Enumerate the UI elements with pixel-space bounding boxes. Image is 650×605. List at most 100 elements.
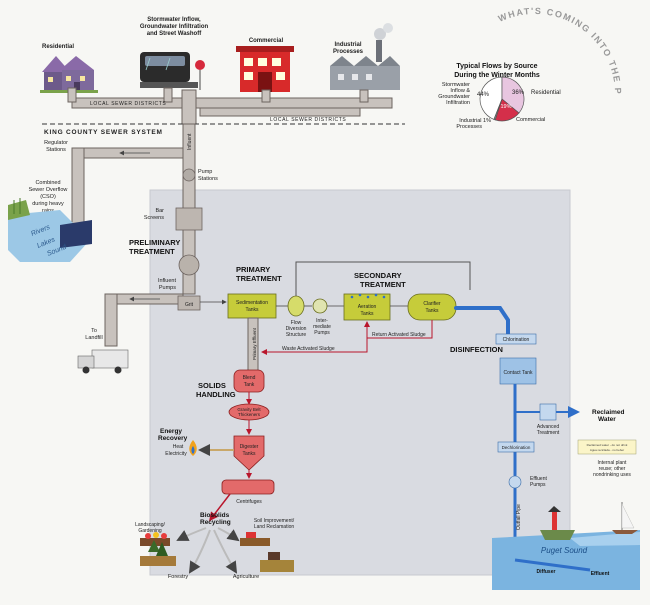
landscaping-label-2: Gardening (138, 528, 162, 534)
regulator-label-1: Regulator (44, 140, 68, 146)
outfall-label: Outfall Pipe (516, 504, 522, 530)
landfill-label-2: Landfill (85, 335, 102, 341)
waste-sludge-line (261, 338, 368, 355)
solids-title-2: HANDLING (196, 390, 236, 399)
effluent-label: Effluent (591, 571, 610, 577)
reclaimed-note-1: Internal plant (598, 460, 628, 466)
cso-label-1: Combined (35, 180, 60, 186)
flow-div-label-2: Diversion (286, 326, 307, 332)
waste-sludge-label: Waste Activated Sludge (282, 346, 335, 352)
intermediate-label-3: Pumps (314, 330, 330, 336)
preliminary-title-1: PRELIMINARY (129, 238, 180, 247)
king-county-label: KING COUNTY SEWER SYSTEM (44, 129, 163, 136)
sedimentation-tanks (227, 293, 277, 319)
agriculture-label: Agriculture (233, 574, 259, 580)
advanced-treatment (539, 403, 557, 421)
residential-label: Residential (42, 44, 74, 50)
return-sludge-line (364, 320, 433, 339)
reclaimed-title-2: Water (598, 416, 616, 423)
cso-label-3: (CSO) (40, 194, 56, 200)
influent-pumps-label-2: Pumps (159, 285, 176, 291)
aeration-label-1: Aeration (358, 304, 377, 310)
pie-commercial-label: Commercial (516, 117, 545, 123)
local-sewer-label-2: LOCAL SEWER DISTRICTS (270, 117, 346, 123)
flow-diversion (287, 295, 305, 317)
puget-sound-label: Puget Sound (541, 546, 588, 555)
soil-label-2: Land Reclamation (254, 524, 295, 530)
pie-slice-residential (501, 76, 525, 114)
clarifier-label-1: Clarifier (423, 301, 441, 307)
biosolids-title-1: Biosolids (200, 512, 230, 519)
advanced-label-2: Treatment (537, 430, 560, 436)
effluent-pipe (454, 306, 510, 338)
digester-label-1: Digester (240, 444, 259, 450)
reclaimed-title-1: Reclaimed (592, 409, 625, 416)
soil-label-1: Soil Improvement/ (254, 518, 295, 524)
regulator-label-2: Stations (46, 147, 66, 153)
pie-stormwater-label-3: Groundwater (438, 94, 470, 100)
return-sludge-label: Return Activated Sludge (372, 332, 426, 338)
bar-screens-label-1: Bar (155, 208, 164, 214)
industrial-label-1: Industrial (334, 42, 361, 48)
pie-slice-industrial (493, 98, 503, 121)
landscaping-label-1: Landscaping/ (135, 522, 165, 528)
grit-chamber (177, 295, 201, 311)
intermediate-label-2: mediate (313, 324, 331, 330)
forestry-scene (140, 540, 176, 566)
grit-label: Grit (185, 302, 194, 308)
effluent-pumps (508, 475, 522, 489)
stormwater-source (140, 52, 205, 90)
electricity-label: Electricity (165, 451, 187, 457)
reclaimed-sign (577, 439, 637, 455)
advanced-label-1: Advanced (537, 424, 559, 430)
chlorination (495, 333, 537, 345)
contact-label: Contact Tank (503, 370, 533, 376)
cso-label-5: rains (42, 208, 54, 214)
pump-station (182, 168, 196, 182)
digester-label-2: Tanks (242, 451, 256, 457)
solids-title-1: SOLIDS (198, 381, 226, 390)
pie-slice-stormwater (479, 76, 503, 120)
centrifuges (221, 479, 275, 495)
secondary-title-2: TREATMENT (360, 280, 406, 289)
intermediate-label-1: Inter- (316, 318, 328, 324)
pie-industrial-label-1: Industrial 1% (459, 118, 491, 124)
biosolids-title-2: Recycling (200, 519, 231, 526)
cso-label-4: during heavy (32, 201, 64, 207)
energy-title-2: Recovery (158, 435, 188, 442)
stormwater-label-1: Stormwater Inflow, (147, 17, 201, 23)
pie-residential-pct: 36% (512, 90, 525, 96)
sed-label-2: Tanks (245, 307, 259, 313)
forestry-label: Forestry (168, 574, 188, 580)
industrial-label-2: Processes (333, 49, 364, 55)
commercial-label: Commercial (249, 38, 284, 44)
dechlorination (497, 441, 535, 453)
landfill-label-1: To (91, 328, 97, 334)
residential-source (40, 56, 98, 93)
flows-title-1: Typical Flows by Source (456, 63, 537, 70)
reclaimed-note-2: reuse; other (599, 466, 626, 472)
influent-label: Influent (187, 133, 193, 150)
pie-commercial-pct: 19% (500, 104, 511, 110)
pie-stormwater-label-2: Inflow & (450, 88, 470, 94)
pie-stormwater-label-4: Infiltration (446, 100, 470, 106)
aeration-label-2: Tanks (360, 311, 374, 317)
gravity-label-2: Thickeners (238, 412, 261, 417)
river-scene (8, 198, 92, 262)
bypass-line (295, 261, 471, 296)
pump-station-label-1: Pump (198, 169, 212, 175)
influent-pumps-label-1: Influent (158, 278, 177, 284)
industrial-source (330, 23, 400, 90)
gravity-label-1: Gravity Belt (237, 407, 261, 412)
commercial-source (236, 46, 294, 92)
flow-div-label-3: Structure (286, 332, 307, 338)
pie-stormwater-pct: 44% (477, 92, 490, 98)
intermediate-pumps (312, 298, 328, 314)
clarifier-tanks (407, 293, 457, 321)
aeration-tanks (343, 293, 391, 321)
diffuser-label: Diffuser (537, 569, 556, 575)
local-sewer-label-1: LOCAL SEWER DISTRICTS (90, 101, 166, 107)
clarifier-label-2: Tanks (425, 308, 439, 314)
